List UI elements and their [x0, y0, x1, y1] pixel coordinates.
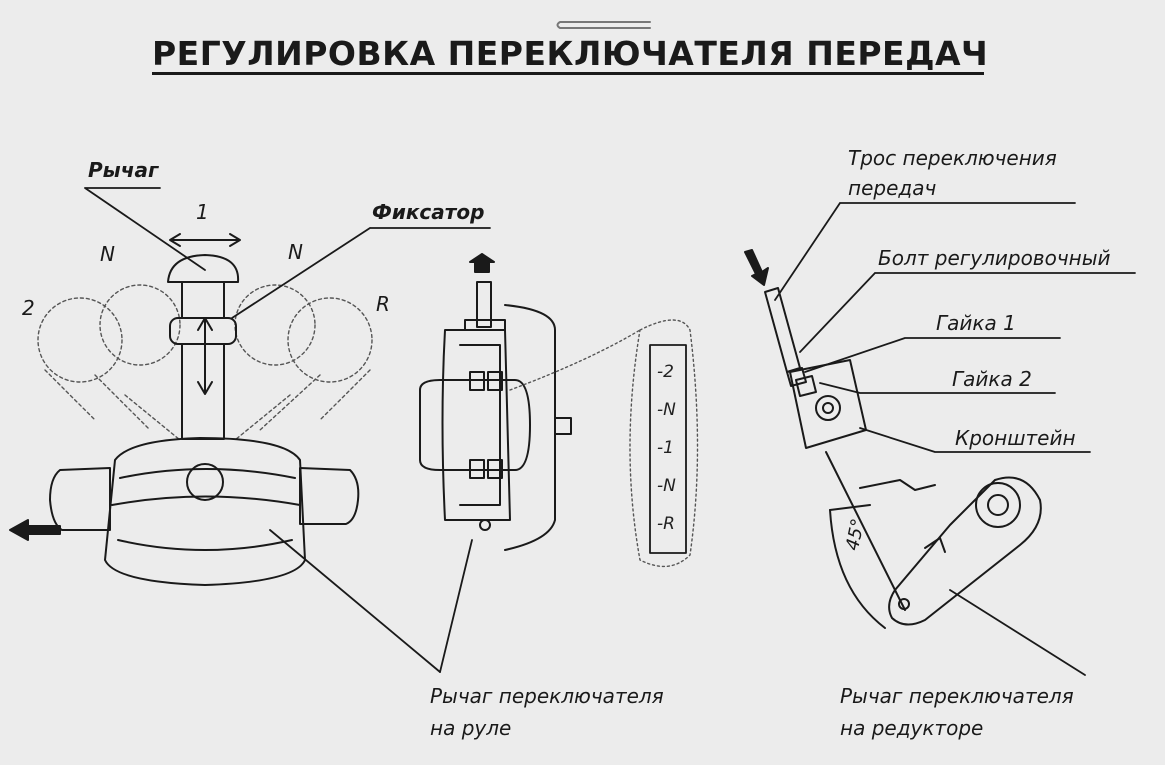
scale-callout: [509, 319, 699, 568]
position-r: R: [376, 292, 390, 316]
scale-mark: -N: [657, 476, 676, 496]
scale-mark: -R: [657, 514, 675, 534]
scale-mark: -2: [657, 362, 674, 382]
label-reducer-lever-line1: Рычаг переключателя: [840, 684, 1074, 708]
position-n-right: N: [288, 240, 303, 264]
label-cable-line1: Трос переключения: [848, 146, 1057, 170]
label-steering-lever-line2: на руле: [430, 716, 512, 740]
label-bracket: Кронштейн: [955, 426, 1076, 450]
leader-lines-right: [774, 202, 1136, 676]
label-steering-lever-line1: Рычаг переключателя: [430, 684, 664, 708]
label-cable-line2: передач: [848, 176, 937, 200]
position-n-left: N: [100, 242, 115, 266]
position-arrow: [169, 233, 241, 247]
cable-arrow: [744, 249, 769, 286]
scale-mark: -N: [657, 400, 676, 420]
label-adjust-bolt: Болт регулировочный: [878, 246, 1111, 270]
position-2: 2: [22, 296, 35, 320]
title-underline: [152, 72, 984, 75]
label-nut-2: Гайка 2: [952, 367, 1032, 391]
label-nut-1: Гайка 1: [936, 311, 1016, 335]
gear-scale-box: [649, 344, 687, 554]
scale-mark: -1: [657, 438, 674, 458]
label-reducer-lever-line2: на редукторе: [840, 716, 984, 740]
leader-lines-left: [84, 187, 491, 673]
steering-lever-assembly: [9, 254, 360, 586]
ghost-lever-positions: [37, 284, 373, 441]
page-title: РЕГУЛИРОВКА ПЕРЕКЛЮЧАТЕЛЯ ПЕРЕДАЧ: [152, 34, 989, 73]
paper-clip: [556, 21, 651, 29]
label-lever: Рычаг: [88, 158, 159, 182]
side-view-assembly: [419, 253, 572, 551]
label-latch: Фиксатор: [372, 200, 485, 224]
position-1: 1: [196, 200, 209, 224]
